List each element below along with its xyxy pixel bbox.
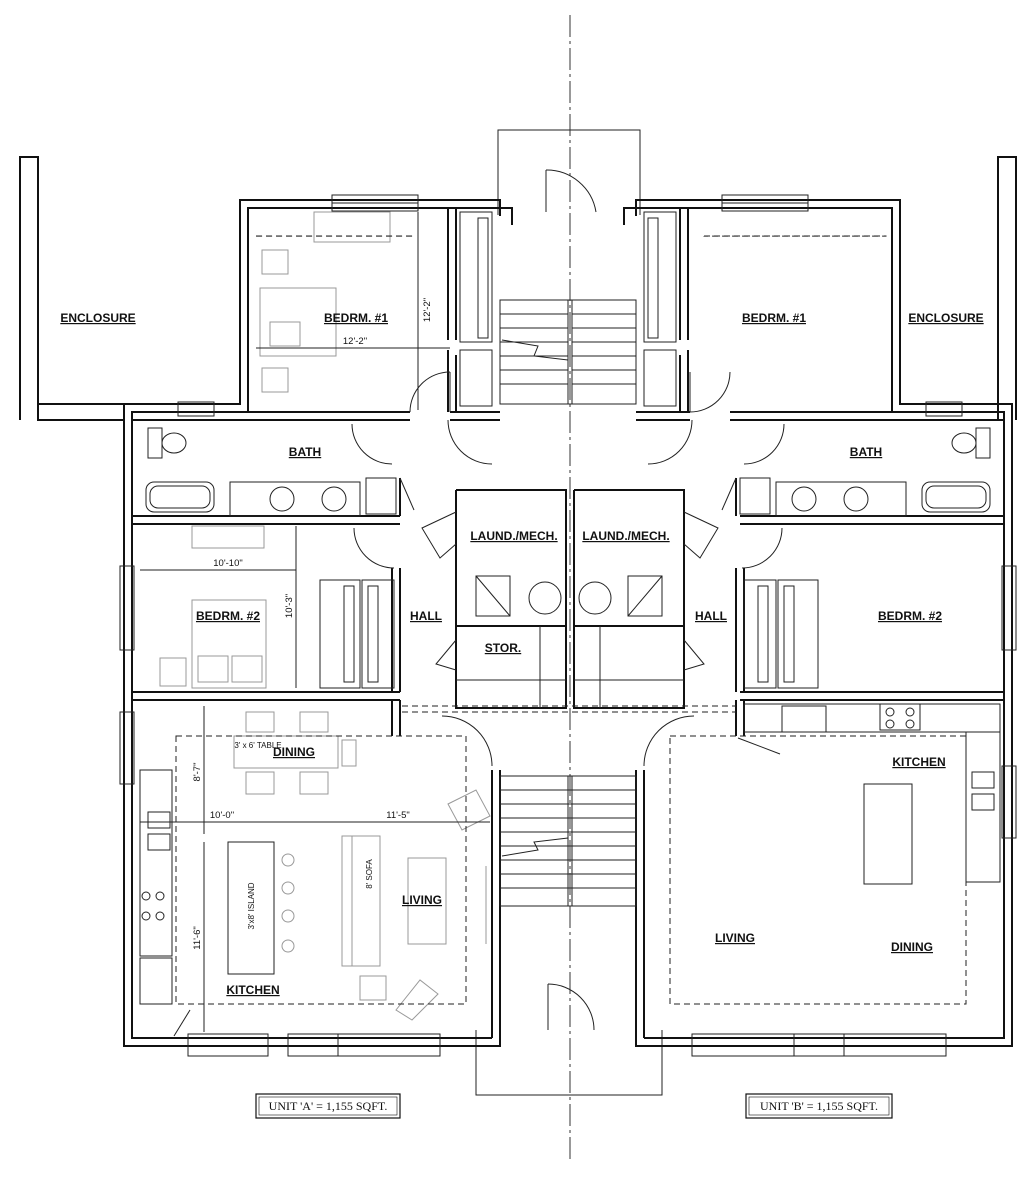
label-dining-a: DINING (273, 745, 315, 759)
label-bath-a: BATH (289, 445, 321, 459)
area-unit-b: UNIT 'B' = 1,155 SQFT. (760, 1099, 878, 1113)
area-unit-a: UNIT 'A' = 1,155 SQFT. (269, 1099, 388, 1113)
label-bedroom2-b: BEDRM. #2 (878, 609, 942, 623)
laundry-core (421, 489, 719, 709)
label-bath-b: BATH (850, 445, 882, 459)
dim-kitchen-depth: 11'-6" (192, 926, 203, 950)
label-enclosure-b: ENCLOSURE (908, 311, 983, 325)
note-table: 3' x 6' TABLE (234, 741, 281, 750)
enclosure-walls (19, 156, 1017, 421)
label-laundry-a: LAUND./MECH. (470, 529, 557, 543)
stair-top (499, 299, 637, 405)
dim-bed1-depth: 12'-2" (422, 298, 433, 322)
stair-bottom (499, 775, 637, 907)
label-hall-a: HALL (410, 609, 442, 623)
dim-bed1-width: 12'-2" (343, 336, 367, 347)
windows (119, 194, 1017, 1057)
dashed-lines (175, 235, 967, 1005)
interior-walls-unit-b (635, 208, 1004, 1038)
dim-bed2-depth: 10'-3" (284, 594, 295, 618)
label-dining-b: DINING (891, 940, 933, 954)
label-bedroom1-b: BEDRM. #1 (742, 311, 806, 325)
area-box-unit-b (745, 1093, 893, 1119)
label-bedroom1-a: BEDRM. #1 (324, 311, 388, 325)
label-living-b: LIVING (715, 931, 755, 945)
interior-walls-unit-a (132, 208, 501, 1038)
label-kitchen-b: KITCHEN (892, 755, 945, 769)
kitchen-unit-b (743, 703, 1001, 885)
dim-dining-depth: 8'-7" (192, 763, 203, 782)
doors (173, 169, 785, 1037)
furniture-unit-a (159, 211, 491, 1021)
porches (475, 129, 663, 1096)
label-storage-a: STOR. (485, 641, 521, 655)
dim-bed2-width: 10'-10" (213, 558, 242, 569)
note-sofa: 8' SOFA (365, 859, 374, 889)
dim-kitchen-width: 10'-0" (210, 810, 234, 821)
label-laundry-b: LAUND./MECH. (582, 529, 669, 543)
label-hall-b: HALL (695, 609, 727, 623)
dim-living-width: 11'-5" (386, 810, 410, 821)
bathrooms (145, 427, 991, 517)
label-kitchen-a: KITCHEN (226, 983, 279, 997)
label-enclosure-a: ENCLOSURE (60, 311, 135, 325)
closets (319, 211, 819, 689)
kitchen-unit-a (139, 769, 173, 1005)
label-living-a: LIVING (402, 893, 442, 907)
dimension-lines (140, 212, 490, 1032)
area-box-unit-a (255, 1093, 401, 1119)
label-bedroom2-a: BEDRM. #2 (196, 609, 260, 623)
note-island: 3'x8' ISLAND (247, 882, 256, 929)
